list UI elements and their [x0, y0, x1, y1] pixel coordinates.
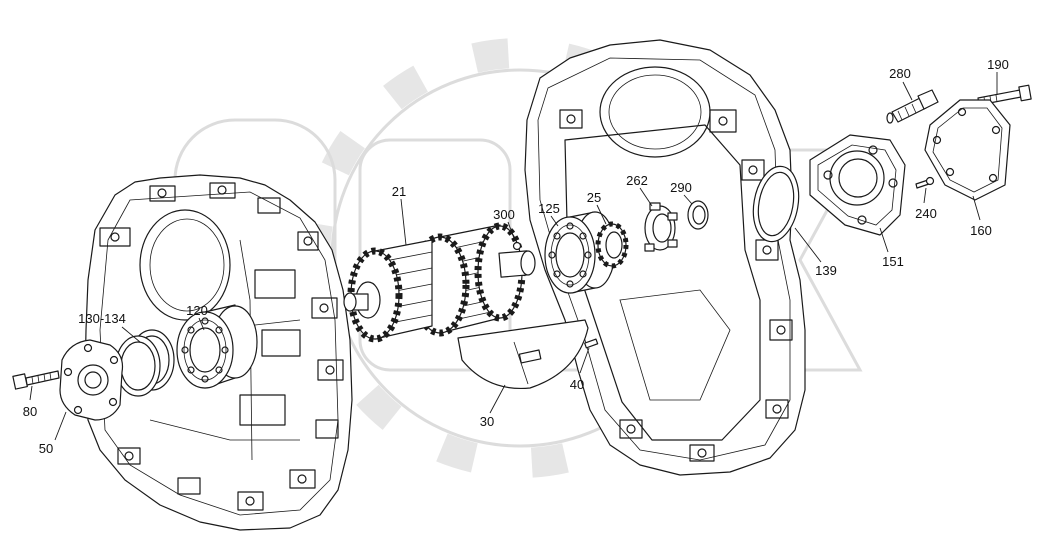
leader-139 — [794, 227, 822, 263]
callout-21: 21 — [392, 184, 406, 199]
part-40-pin — [584, 338, 599, 349]
leader-125 — [550, 215, 559, 227]
leader-300 — [507, 221, 516, 242]
leader-50 — [54, 411, 67, 441]
part-160-cover-gasket — [924, 99, 1011, 201]
part-30-oil-trough — [457, 319, 589, 390]
callout-labels: 280 190 21 300 125 25 262 290 120 130-13… — [23, 57, 1009, 456]
leader-240 — [923, 187, 927, 204]
leader-290 — [683, 194, 693, 205]
callout-190: 190 — [987, 57, 1009, 72]
leader-21 — [400, 198, 407, 246]
leader-262 — [639, 187, 653, 207]
leader-40 — [579, 347, 590, 374]
callout-120: 120 — [186, 303, 208, 318]
callout-40: 40 — [570, 377, 584, 392]
part-151-pump-housing — [809, 134, 906, 236]
right-transmission-housing — [524, 39, 806, 476]
callout-50: 50 — [39, 441, 53, 456]
leader-120 — [198, 317, 205, 331]
leader-25 — [596, 204, 607, 225]
part-280-fitting — [886, 89, 939, 124]
part-80-bolt — [12, 370, 60, 390]
part-240-screw — [915, 176, 935, 189]
part-50-cover-plate — [59, 339, 124, 421]
part-139-seal-ring — [752, 165, 800, 243]
callout-125: 125 — [538, 201, 560, 216]
leader-80 — [29, 385, 33, 401]
part-120-bearing — [176, 304, 258, 389]
leader-130-134 — [121, 326, 141, 343]
callout-80: 80 — [23, 404, 37, 419]
callout-280: 280 — [889, 66, 911, 81]
part-262-coupling — [644, 202, 678, 252]
callout-25: 25 — [587, 190, 601, 205]
callout-130-134: 130-134 — [78, 311, 126, 326]
leader-160 — [972, 195, 981, 221]
leader-lines — [29, 72, 998, 441]
callout-139: 139 — [815, 263, 837, 278]
part-21-gear-shaft — [343, 222, 536, 343]
leader-30 — [489, 384, 506, 414]
part-25-ring — [595, 221, 629, 269]
callout-290: 290 — [670, 180, 692, 195]
callout-30: 30 — [480, 414, 494, 429]
callout-160: 160 — [970, 223, 992, 238]
part-130-134-rings — [115, 329, 175, 397]
leader-151 — [879, 227, 889, 253]
callout-240: 240 — [915, 206, 937, 221]
part-300-ball — [512, 241, 522, 251]
callout-151: 151 — [882, 254, 904, 269]
leader-280 — [902, 81, 913, 101]
part-290-washer — [687, 200, 709, 230]
callout-300: 300 — [493, 207, 515, 222]
callout-262: 262 — [626, 173, 648, 188]
